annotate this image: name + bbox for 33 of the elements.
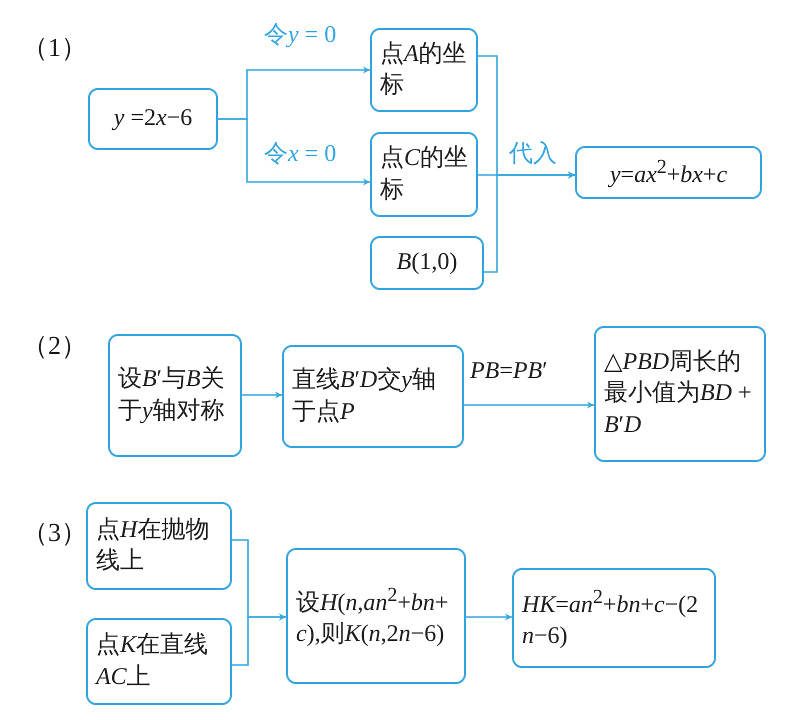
box-text: △PBD周长的最小值为BD + B′D bbox=[604, 348, 753, 440]
box-text: HK=an$^{2}$+bn+c−(2n−6) bbox=[522, 584, 700, 651]
box-text: y=ax$^{2}$+bx+c bbox=[610, 154, 728, 190]
part-number: （1） bbox=[22, 32, 87, 64]
arrow bbox=[484, 172, 575, 273]
process-box bbox=[370, 236, 484, 290]
arrow bbox=[218, 118, 370, 186]
part-number: （2） bbox=[22, 330, 87, 362]
arrow bbox=[242, 392, 282, 398]
box-text: 点A的坐标 bbox=[380, 40, 468, 100]
process-box bbox=[370, 28, 478, 112]
box-text: B(1,0) bbox=[396, 248, 458, 278]
box-text: 设H(n,an$^{2}$+bn+c),则K(n,2n−6) bbox=[296, 582, 450, 649]
part-number: （3） bbox=[22, 517, 87, 549]
process-box bbox=[86, 618, 232, 705]
process-box bbox=[370, 132, 478, 217]
process-box bbox=[594, 326, 766, 462]
arrow bbox=[464, 402, 594, 408]
process-box bbox=[286, 548, 466, 684]
process-box bbox=[512, 568, 716, 668]
box-text: 点C的坐标 bbox=[380, 144, 468, 204]
box-text: 点H在抛物线上 bbox=[96, 516, 210, 576]
box-text: y =2x−6 bbox=[114, 104, 192, 134]
process-box bbox=[88, 88, 218, 150]
box-text: 直线B′D交y轴于点P bbox=[292, 366, 437, 426]
process-box bbox=[86, 502, 232, 590]
process-box bbox=[108, 334, 242, 457]
arrow bbox=[466, 614, 512, 620]
box-text: 点K在直线AC上 bbox=[96, 631, 210, 692]
process-box bbox=[575, 146, 762, 199]
box-text: 设B′与B关于y轴对称 bbox=[118, 365, 226, 426]
arrow bbox=[232, 614, 286, 666]
process-box bbox=[282, 345, 464, 448]
